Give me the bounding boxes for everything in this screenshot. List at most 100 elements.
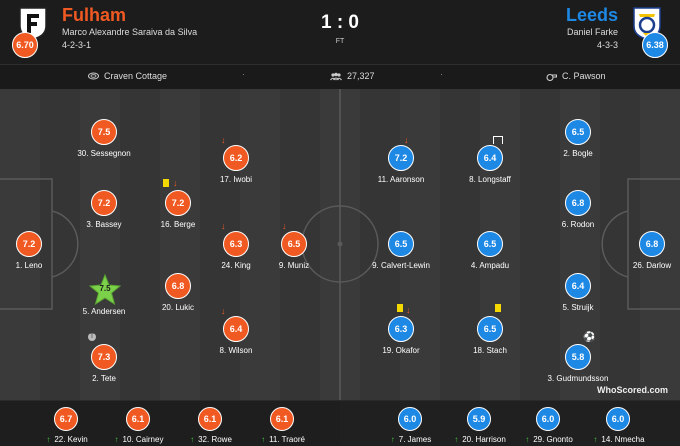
- sub-off-arrow-icon: ↓: [221, 221, 226, 231]
- sub-on-arrow-icon: ↑: [190, 435, 195, 444]
- player-rating: 6.5: [388, 231, 414, 257]
- away-formation: 4-3-3: [596, 40, 618, 50]
- venue-info: Craven Cottage: [88, 71, 167, 81]
- match-header: Fulham Marco Alexandre Saraiva da Silva …: [0, 0, 680, 64]
- player-rating: 7.5: [99, 284, 111, 293]
- info-separator: ·: [440, 69, 443, 79]
- player-name: 3. Gudmundsson: [547, 374, 609, 383]
- player-name: 18. Stach: [473, 346, 507, 355]
- player-name: 16. Berge: [160, 220, 196, 229]
- player-rating: 7.2: [16, 231, 42, 257]
- crowd-icon: [330, 72, 342, 80]
- player-rating: 6.3: [223, 231, 249, 257]
- yellow-card-icon: [397, 304, 403, 312]
- player-name: 17. Iwobi: [219, 175, 253, 184]
- player-rating: 5.8: [565, 344, 591, 370]
- player-rating: 7.3: [91, 344, 117, 370]
- substitutes-bar: 6.7 ↑22. Kevin 6.1 ↑10. Cairney 6.1 ↑32.…: [0, 400, 680, 446]
- away-team-name[interactable]: Leeds: [565, 5, 618, 25]
- sub-name: 10. Cairney: [122, 435, 164, 444]
- attendance-count: 27,327: [347, 71, 375, 81]
- player-rating: 6.4: [477, 145, 503, 171]
- away-manager: Daniel Farke: [566, 27, 618, 37]
- captain-badge-icon: T: [88, 333, 96, 341]
- player-name: 8. Longstaff: [469, 175, 511, 184]
- player-rating: 6.2: [223, 145, 249, 171]
- player-rating: 6.5: [281, 231, 307, 257]
- player-name: 26. Darlow: [632, 261, 672, 270]
- sub-on-arrow-icon: ↑: [525, 435, 530, 444]
- player-name: 8. Wilson: [219, 346, 253, 355]
- away-substitutes: 6.0 ↑7. James 5.9 ↑20. Harrison 6.0 ↑29.…: [340, 401, 680, 446]
- whoscored-logo[interactable]: WhoScored.com: [596, 385, 668, 395]
- player-name: 9. Calvert-Lewin: [372, 261, 430, 270]
- referee-name: C. Pawson: [562, 71, 606, 81]
- match-score: 1 : 0: [320, 12, 360, 33]
- sub-on-arrow-icon: ↑: [454, 435, 459, 444]
- player-rating: 6.5: [565, 119, 591, 145]
- player-rating: 6.3: [388, 316, 414, 342]
- match-info-bar: Craven Cottage · 27,327 · C. Pawson: [0, 64, 680, 90]
- sub-name: 7. James: [398, 435, 432, 444]
- sub-name: 29. Gnonto: [533, 435, 573, 444]
- home-team-rating: 6.70: [12, 32, 38, 58]
- sub-off-arrow-icon: ↓: [404, 135, 409, 145]
- player-name: 4. Ampadu: [470, 261, 510, 270]
- sub-rating: 5.9: [467, 407, 491, 431]
- player-name: 5. Andersen: [82, 307, 126, 316]
- sub-off-arrow-icon: ↓: [221, 135, 226, 145]
- player-rating: 6.4: [223, 316, 249, 342]
- player-name: 1. Leno: [15, 261, 43, 270]
- sub-rating: 6.0: [606, 407, 630, 431]
- leeds-crest-icon[interactable]: [632, 6, 662, 40]
- attendance-info: 27,327: [330, 71, 375, 81]
- yellow-card-icon: [495, 304, 501, 312]
- player-rating: 6.8: [165, 273, 191, 299]
- player-name: 20. Lukic: [161, 303, 195, 312]
- sub-rating: 6.0: [536, 407, 560, 431]
- home-formation: 4-2-3-1: [62, 40, 92, 50]
- match-period: FT: [335, 38, 345, 45]
- home-manager: Marco Alexandre Saraiva da Silva: [62, 27, 198, 37]
- player-rating: 6.5: [477, 231, 503, 257]
- player-rating: 7.2: [91, 190, 117, 216]
- sub-name: 20. Harrison: [462, 435, 506, 444]
- assist-boot-icon: [493, 136, 503, 144]
- player-name: 2. Bogle: [563, 149, 593, 158]
- home-substitutes: 6.7 ↑22. Kevin 6.1 ↑10. Cairney 6.1 ↑32.…: [0, 401, 340, 446]
- pitch-markings: [0, 89, 680, 400]
- sub-rating: 6.7: [54, 407, 78, 431]
- player-rating: 6.5: [477, 316, 503, 342]
- sub-rating: 6.0: [398, 407, 422, 431]
- player-rating: 6.8: [639, 231, 665, 257]
- player-name: 24. King: [221, 261, 251, 270]
- player-name: 11. Aaronson: [377, 175, 425, 184]
- sub-name: 11. Traoré: [269, 435, 305, 444]
- home-team-name[interactable]: Fulham: [62, 5, 127, 25]
- player-name: 9. Muniz: [278, 261, 310, 270]
- own-goal-ball-icon: ⚽: [583, 332, 596, 343]
- info-separator: ·: [242, 69, 245, 79]
- sub-on-arrow-icon: ↑: [114, 435, 119, 444]
- stadium-icon: [88, 72, 99, 80]
- sub-on-arrow-icon: ↑: [390, 435, 395, 444]
- sub-off-arrow-icon: ↓: [173, 178, 178, 188]
- sub-on-arrow-icon: ↑: [593, 435, 598, 444]
- player-name: 30. Sessegnon: [77, 149, 131, 158]
- sub-rating: 6.1: [126, 407, 150, 431]
- sub-name: 22. Kevin: [54, 435, 88, 444]
- pitch: 7.5 30. Sessegnon ↓ 6.2 17. Iwobi 7.2 3.…: [0, 89, 680, 400]
- sub-off-arrow-icon: ↓: [406, 305, 411, 315]
- referee-info: C. Pawson: [546, 71, 606, 81]
- player-name: 19. Okafor: [382, 346, 420, 355]
- sub-off-arrow-icon: ↓: [221, 306, 226, 316]
- venue-name: Craven Cottage: [104, 71, 168, 81]
- player-rating: 6.4: [565, 273, 591, 299]
- sub-off-arrow-icon: ↓: [282, 221, 287, 231]
- player-rating: 7.2: [388, 145, 414, 171]
- player-name: 5. Struijk: [562, 303, 594, 312]
- yellow-card-icon: [163, 179, 169, 187]
- sub-on-arrow-icon: ↑: [261, 435, 266, 444]
- player-name: 2. Tete: [92, 374, 116, 383]
